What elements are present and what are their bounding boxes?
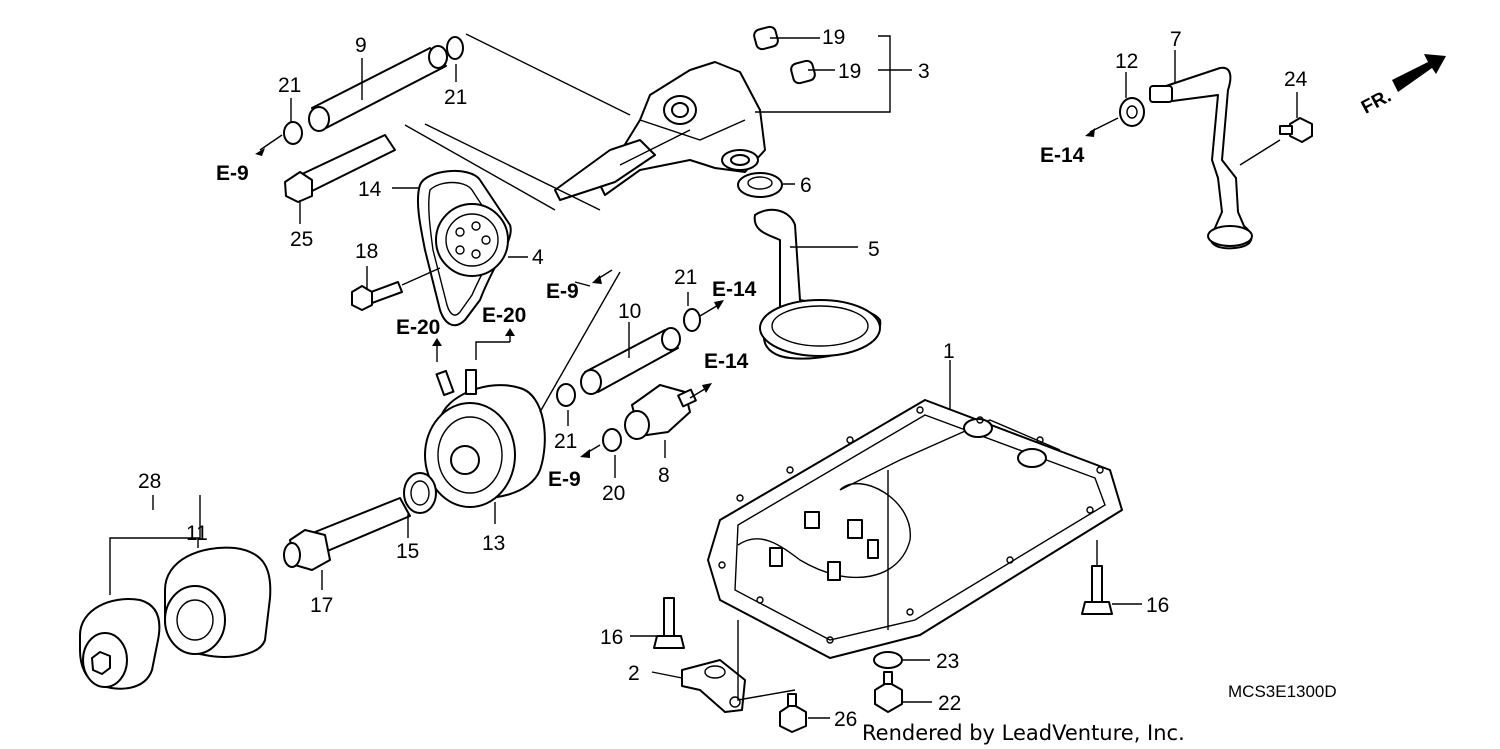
collar-lower[interactable]: [790, 59, 816, 85]
flange-bolt-16-right[interactable]: [1081, 565, 1113, 615]
callout-4: 4: [532, 246, 544, 269]
oil-pipe-lower[interactable]: [580, 327, 681, 395]
callout-2: 2: [628, 662, 640, 685]
callout-19-lower: 19: [838, 60, 861, 83]
callout-8: 8: [658, 464, 670, 487]
callout-26: 26: [834, 708, 857, 731]
diagram-code: MCS3E1300D: [1228, 682, 1337, 701]
callout-16-left: 16: [600, 626, 623, 649]
oil-strainer[interactable]: [753, 208, 882, 360]
cooler-o-ring[interactable]: [403, 472, 437, 514]
collar-upper[interactable]: [753, 25, 779, 51]
oil-pump[interactable]: [554, 61, 766, 201]
callout-1: 1: [943, 340, 955, 363]
ref-e20-left: E-20: [396, 316, 440, 339]
callout-25: 25: [290, 228, 313, 251]
callout-14: 14: [358, 178, 382, 201]
front-marker-label: FR.: [1358, 86, 1395, 119]
ref-e20-right: E-20: [482, 304, 526, 327]
callout-19-upper: 19: [822, 26, 845, 49]
callout-23: 23: [936, 650, 959, 673]
pump-sprocket[interactable]: [435, 203, 509, 277]
oil-pan[interactable]: [707, 399, 1123, 659]
render-credit: Rendered by LeadVenture, Inc.: [862, 721, 1185, 745]
cooler-center-bolt[interactable]: [283, 497, 411, 571]
ref-e14-gauge: E-14: [1040, 144, 1085, 167]
callout-22: 22: [938, 692, 961, 715]
callout-13: 13: [482, 532, 505, 555]
callout-28: 28: [138, 470, 161, 493]
callout-6: 6: [800, 174, 812, 197]
callout-21-a: 21: [278, 74, 301, 97]
callout-16-right: 16: [1146, 594, 1169, 617]
drain-bolt-22[interactable]: [874, 671, 903, 713]
front-direction-arrow-icon: [1392, 54, 1446, 92]
oil-pressure-plug[interactable]: [624, 384, 697, 440]
callout-9: 9: [355, 34, 367, 57]
flange-bolt-16-left[interactable]: [653, 597, 685, 649]
sealing-washer-23[interactable]: [873, 651, 903, 669]
callout-21-c: 21: [674, 266, 697, 289]
o-ring-21-b[interactable]: [446, 36, 464, 60]
oil-level-gauge[interactable]: [1149, 66, 1253, 250]
ref-e9-middle: E-9: [546, 280, 579, 303]
callout-11: 11: [186, 522, 208, 545]
callout-21-b: 21: [444, 86, 467, 109]
oil-pipe-upper[interactable]: [308, 45, 448, 132]
oil-cooler[interactable]: [424, 369, 546, 508]
ref-e9-left: E-9: [216, 162, 249, 185]
sealing-washer-20[interactable]: [602, 428, 622, 452]
flange-bolt-18[interactable]: [351, 281, 403, 311]
callout-12: 12: [1115, 50, 1138, 73]
callout-5: 5: [868, 238, 880, 261]
o-ring-21-c[interactable]: [683, 308, 701, 332]
filter-wrench[interactable]: [79, 598, 161, 690]
callout-7: 7: [1170, 28, 1182, 51]
strainer-o-ring[interactable]: [737, 172, 783, 198]
callout-3: 3: [918, 60, 930, 83]
mounting-bracket[interactable]: [681, 659, 746, 713]
reference-labels: E-9 E-9 E-9 E-14 E-14 E-14 E-20 E-20: [216, 144, 1085, 491]
flange-bolt-25[interactable]: [284, 134, 396, 203]
callout-17: 17: [310, 594, 333, 617]
callout-labels: 1 2 3 4 5 6 7 8 9 10 11 12 13 14 15 16 1…: [138, 26, 1308, 731]
callout-24: 24: [1284, 68, 1308, 91]
ref-e9-bottom: E-9: [548, 468, 581, 491]
flange-bolt-26[interactable]: [779, 693, 807, 733]
reference-arrows: [255, 117, 1119, 458]
callout-15: 15: [396, 540, 419, 563]
callout-18: 18: [355, 240, 378, 263]
ref-e14-plug: E-14: [704, 350, 749, 373]
callout-21-d: 21: [554, 430, 577, 453]
callout-20: 20: [602, 482, 625, 505]
gauge-washer-12[interactable]: [1119, 97, 1145, 127]
callout-10: 10: [618, 300, 641, 323]
o-ring-21-a[interactable]: [283, 121, 303, 145]
gauge-bolt-24[interactable]: [1279, 117, 1313, 143]
oil-filter[interactable]: [164, 546, 272, 658]
ref-e14-pipe: E-14: [712, 278, 757, 301]
o-ring-21-d[interactable]: [556, 383, 576, 407]
